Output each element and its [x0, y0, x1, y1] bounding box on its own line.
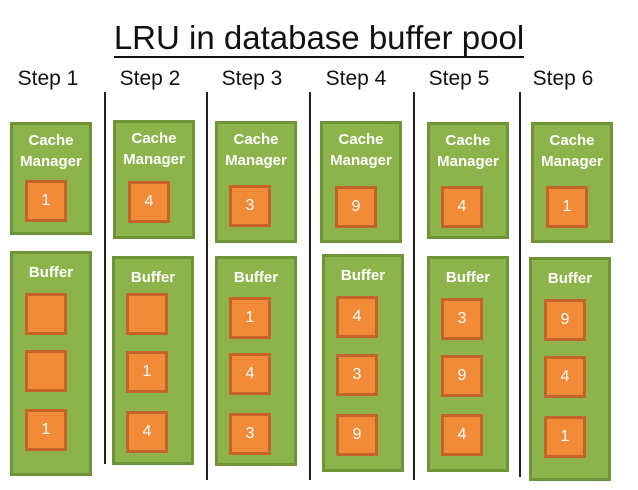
- cache-manager-page: 4: [128, 181, 170, 223]
- buffer-label: Buffer: [233, 269, 279, 286]
- buffer-label: Buffer: [130, 269, 176, 286]
- buffer-label: Buffer: [445, 269, 491, 286]
- step-divider: [206, 92, 208, 480]
- buffer-page-slot: 9: [544, 299, 586, 341]
- cache-manager-page: 1: [25, 180, 67, 222]
- buffer-page-slot: 4: [126, 411, 168, 453]
- buffer-page-slot: 9: [441, 355, 483, 397]
- step-label-4: Step 4: [325, 67, 387, 90]
- buffer-page-slot: 3: [336, 354, 378, 396]
- step-divider: [413, 92, 415, 480]
- buffer-page-slot: [126, 293, 168, 335]
- step-label-2: Step 2: [119, 67, 181, 90]
- step-divider: [519, 92, 521, 477]
- buffer-label: Buffer: [340, 267, 386, 284]
- buffer-label: Buffer: [28, 264, 74, 281]
- diagram-title: LRU in database buffer pool: [0, 18, 638, 58]
- cache-manager-label: Cache Manager: [123, 130, 185, 168]
- cache-manager-page: 9: [335, 186, 377, 228]
- step-label-1: Step 1: [17, 67, 79, 90]
- buffer-page-slot: [25, 350, 67, 392]
- cache-manager-page: 4: [441, 186, 483, 228]
- buffer-page-slot: [25, 293, 67, 335]
- cache-manager-label: Cache Manager: [225, 131, 287, 169]
- buffer-page-slot: 4: [336, 296, 378, 338]
- buffer-page-slot: 4: [544, 356, 586, 398]
- diagram-title-text: LRU in database buffer pool: [113, 19, 525, 58]
- buffer-page-slot: 1: [126, 351, 168, 393]
- cache-manager-page: 1: [546, 186, 588, 228]
- cache-manager-box-step-5: Cache Manager: [427, 122, 509, 239]
- cache-manager-page: 3: [229, 185, 271, 227]
- buffer-page-slot: 3: [441, 298, 483, 340]
- step-label-6: Step 6: [532, 67, 594, 90]
- cache-manager-label: Cache Manager: [541, 132, 603, 170]
- step-divider: [309, 92, 311, 480]
- step-label-3: Step 3: [221, 67, 283, 90]
- buffer-page-slot: 1: [229, 297, 271, 339]
- cache-manager-label: Cache Manager: [330, 131, 392, 169]
- buffer-page-slot: 4: [229, 353, 271, 395]
- buffer-page-slot: 1: [25, 409, 67, 451]
- step-divider: [104, 92, 106, 464]
- buffer-page-slot: 4: [441, 414, 483, 456]
- buffer-page-slot: 9: [336, 414, 378, 456]
- cache-manager-box-step-2: Cache Manager: [113, 120, 195, 239]
- cache-manager-label: Cache Manager: [20, 132, 82, 170]
- step-label-5: Step 5: [428, 67, 490, 90]
- cache-manager-label: Cache Manager: [437, 132, 499, 170]
- buffer-page-slot: 1: [544, 416, 586, 458]
- buffer-page-slot: 3: [229, 413, 271, 455]
- buffer-label: Buffer: [547, 270, 593, 287]
